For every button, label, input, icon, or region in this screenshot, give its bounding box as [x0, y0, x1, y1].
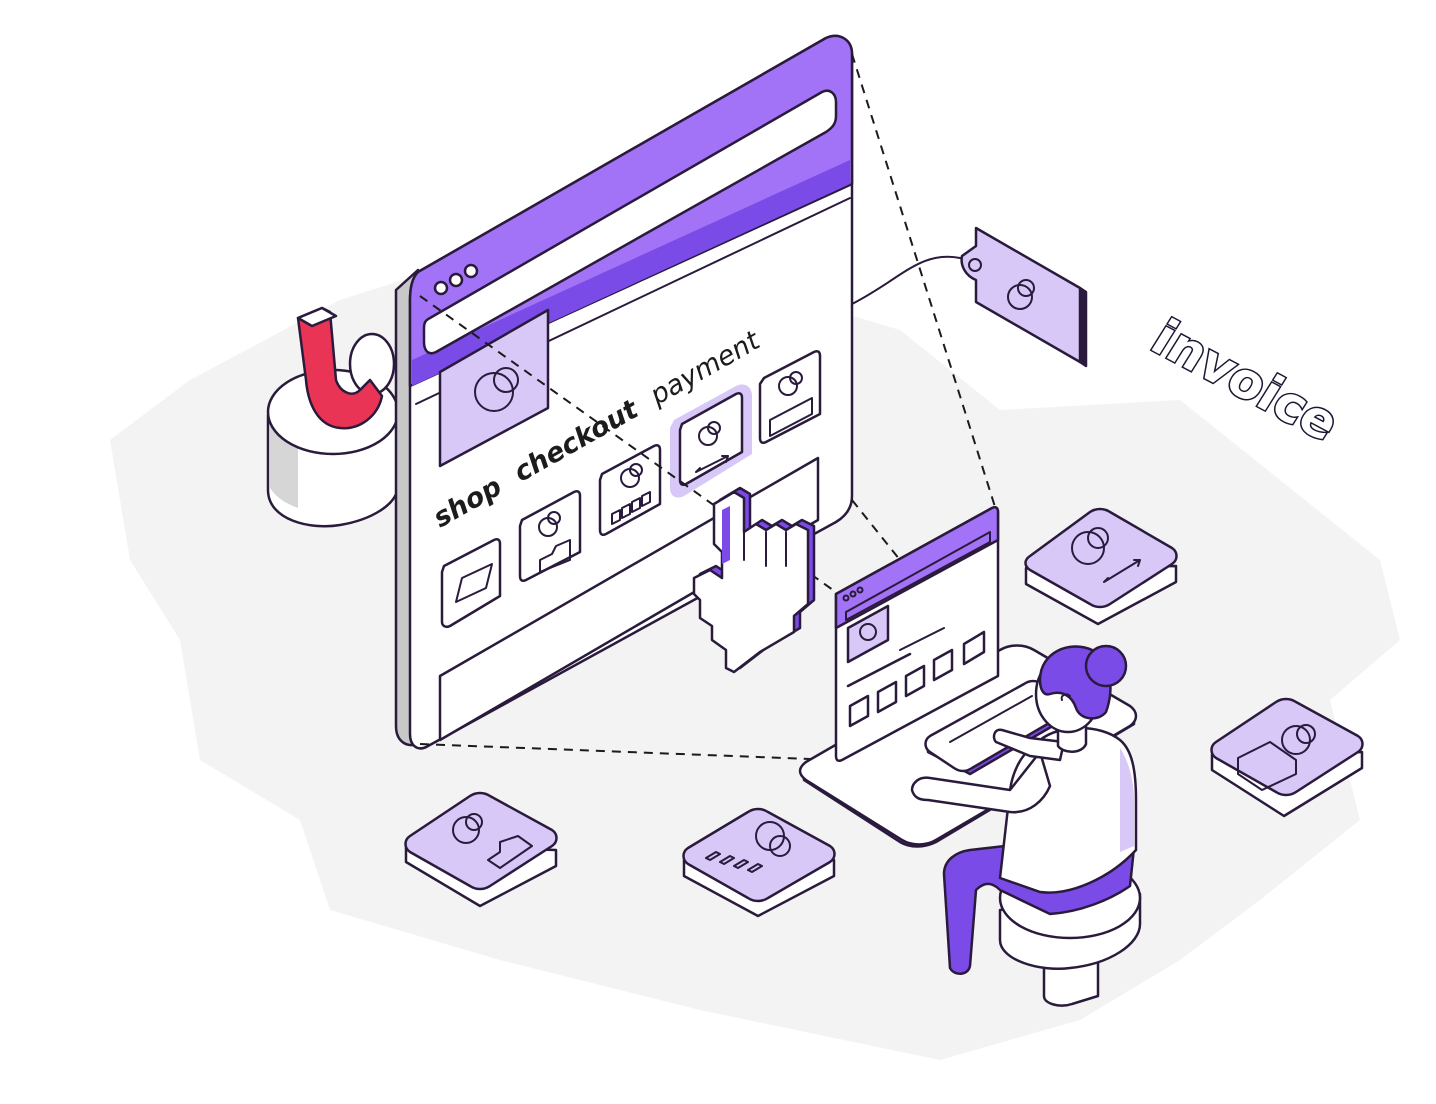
window-dot-2 [448, 272, 464, 288]
payment-tile-digits [682, 807, 836, 918]
magnet-icon [296, 306, 384, 430]
payment-option-card[interactable] [440, 537, 502, 629]
window-dot-3 [463, 263, 479, 279]
projection-line-2 [419, 743, 837, 761]
product-image-circle-2 [493, 367, 519, 393]
payment-tile-transfer [1024, 507, 1178, 626]
address-bar[interactable] [422, 89, 838, 355]
projection-line-4 [851, 499, 901, 561]
connector-cable [849, 255, 961, 306]
payment-option-transfer-selected[interactable] [670, 384, 752, 498]
price-tag-icon [960, 226, 1088, 368]
projection-line-3 [419, 295, 841, 596]
pixel-hand-cursor-icon [692, 486, 816, 674]
payment-option-wallet[interactable] [758, 349, 822, 445]
person-at-desk [910, 644, 1142, 1007]
payment-tile-wallet [1210, 697, 1364, 818]
product-image-placeholder [438, 308, 550, 468]
payment-option-invoice[interactable] [518, 489, 582, 583]
payment-option-card-digits[interactable] [598, 443, 662, 537]
laptop [834, 505, 1000, 763]
window-dot-1 [433, 280, 449, 296]
payment-tile-invoice [404, 791, 558, 908]
product-image-circle-1 [474, 372, 514, 412]
magnet-cap [296, 306, 338, 328]
